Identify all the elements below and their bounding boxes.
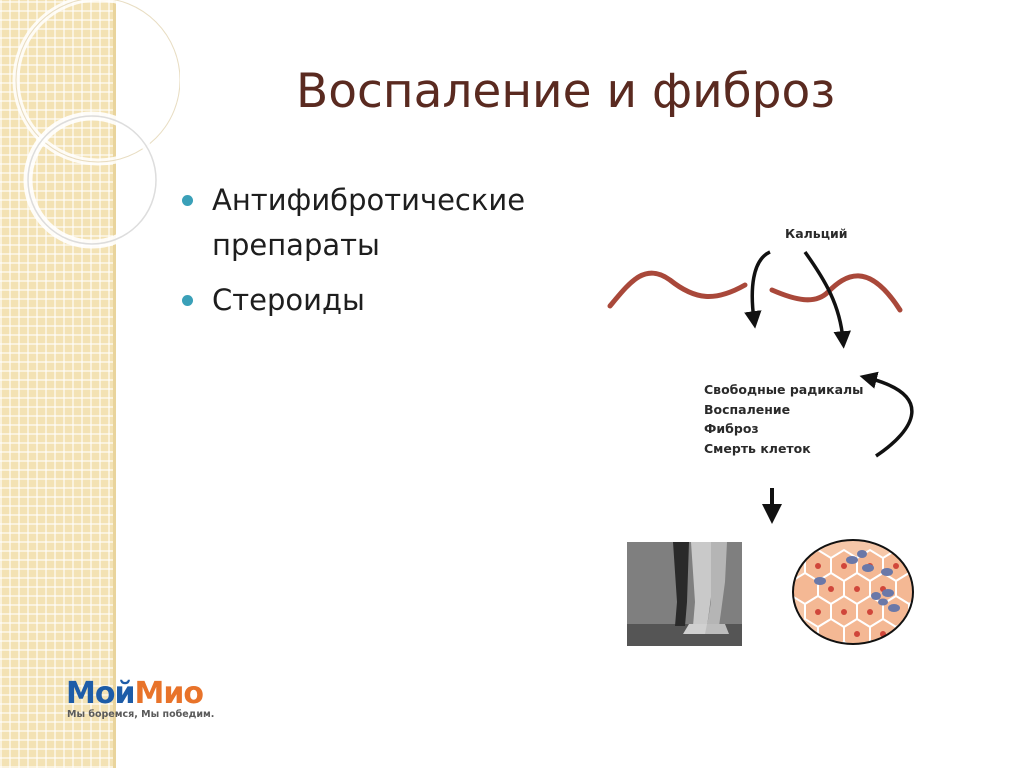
logo-part-moi: Мой <box>66 676 135 711</box>
feedback-arrow <box>859 371 914 458</box>
bullet-text: Стероиды <box>212 283 365 317</box>
effect-fibrosis: Фиброз <box>704 421 759 436</box>
effect-free-radicals: Свободные радикалы <box>704 382 864 397</box>
calcium-arrow-left <box>744 250 771 329</box>
moimio-logo: МойМио Мы боремся, Мы победим. <box>66 678 262 722</box>
logo-part-mio: Мио <box>134 676 203 711</box>
slide-title: Воспаление и фиброз <box>296 64 836 119</box>
legs-photo <box>627 542 742 646</box>
logo-wordmark: МойМио <box>66 676 204 711</box>
bullet-text: Антифибротические препараты <box>212 183 526 262</box>
bullet-item-steroids: Стероиды <box>180 278 600 323</box>
logo-tagline: Мы боремся, Мы победим. <box>67 709 215 720</box>
calcium-label: Кальций <box>785 226 848 241</box>
calcium-arrow-right <box>803 250 851 349</box>
effect-cell-death: Смерть клеток <box>704 440 811 456</box>
bullet-list: Антифибротические препараты Стероиды <box>180 178 600 333</box>
effects-list: Свободные радикалы Воспаление Фиброз Сме… <box>704 380 863 458</box>
bullet-dot-icon <box>182 195 193 206</box>
calcium-diagram: Кальций <box>607 226 914 524</box>
bullet-dot-icon <box>182 295 193 306</box>
effect-inflammation: Воспаление <box>704 401 791 417</box>
bullet-item-antifibrotic: Антифибротические препараты <box>180 178 600 268</box>
membrane-wave-left <box>607 270 748 309</box>
muscle-cells-icon <box>792 539 914 645</box>
decorative-rings <box>12 0 180 249</box>
side-strip-edge <box>113 0 116 768</box>
